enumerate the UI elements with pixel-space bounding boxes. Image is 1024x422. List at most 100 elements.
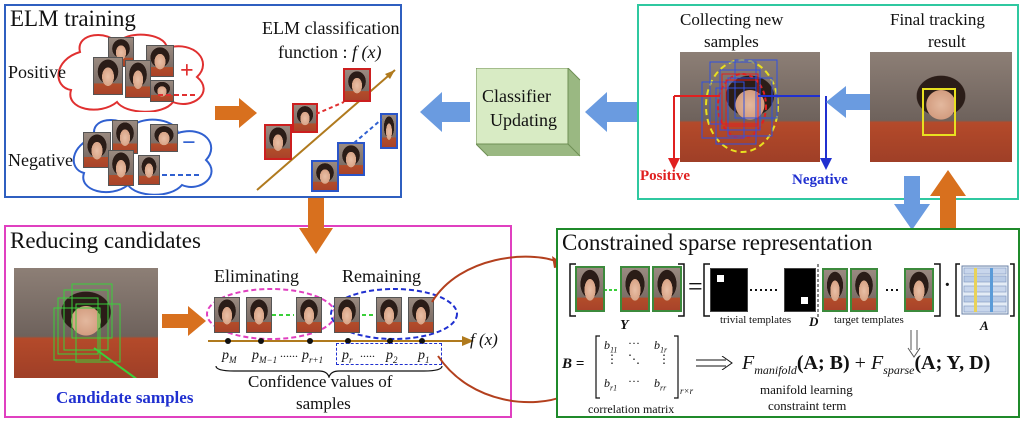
- brr-entry: brr: [654, 376, 666, 392]
- rank-face-M-1: [246, 297, 272, 333]
- d-label: D: [809, 314, 819, 329]
- dot-operator: ·: [944, 274, 951, 296]
- rxr-label: r×r: [680, 386, 694, 396]
- f-manifold-args: (A; B): [796, 352, 850, 374]
- confidence-line2: samples: [296, 394, 351, 413]
- collecting-boxes: [680, 59, 820, 153]
- p-label-2: p2: [386, 348, 398, 365]
- target-template-2: [850, 268, 878, 312]
- blue-arrow-to-elm: [420, 92, 470, 132]
- p-symbol: p: [418, 348, 425, 363]
- negative-sample-3: [108, 150, 134, 186]
- b-sub: rr: [660, 383, 667, 393]
- classifier-line1: Classifier: [482, 86, 551, 106]
- fx-axis-label: f (x): [470, 330, 498, 349]
- b-symbol: B: [562, 356, 573, 372]
- formula: Fmanifold(A; B) + Fsparse(A; Y, D): [742, 352, 990, 378]
- b-vdots-left: ⋮: [606, 352, 618, 366]
- classifier-box: [476, 68, 581, 157]
- blue-arrow-down-to-sparse: [894, 176, 930, 230]
- final-title-line1: Final tracking: [890, 10, 985, 29]
- negative-sample-5: [138, 155, 160, 185]
- b-matrix-bracket: [595, 335, 679, 399]
- b-entry: b: [604, 338, 610, 352]
- collecting-positive-label: Positive: [640, 168, 690, 184]
- classifier-line2: Updating: [490, 110, 557, 130]
- y-face-3: [652, 266, 682, 312]
- b-vdots-right: ⋮: [658, 352, 670, 366]
- negative-sample-2: [112, 120, 138, 154]
- final-tracking-box: [922, 88, 956, 136]
- candidate-grid: [53, 283, 137, 378]
- sparse-panel: [556, 228, 1020, 418]
- f-sparse-sub: sparse: [883, 363, 915, 377]
- down-implies-arrow: [907, 330, 921, 358]
- y-bracket: [569, 263, 685, 317]
- positive-sample-5: [150, 80, 174, 102]
- p-sub: M−1: [259, 354, 278, 365]
- equals-sign: =: [688, 272, 703, 301]
- f-sparse: F: [870, 352, 884, 374]
- y-label: Y: [620, 318, 629, 333]
- remaining-label: Remaining: [342, 266, 421, 286]
- elm-function-line1: ELM classification: [262, 18, 400, 38]
- y-face-1: [575, 266, 605, 312]
- sparse-title: Constrained sparse representation: [562, 230, 873, 255]
- manifold-line2: constraint term: [768, 398, 847, 413]
- elm-neg-face-3: [311, 160, 339, 192]
- confidence-line1: Confidence values of: [248, 372, 393, 391]
- orange-arrow-elm: [215, 98, 257, 128]
- b-label: B =: [562, 356, 585, 372]
- elm-function-line2: function : f (x): [278, 42, 381, 63]
- elm-pos-face-3: [264, 124, 292, 160]
- correlation-label: correlation matrix: [588, 402, 675, 416]
- b1r-entry: b1r: [654, 338, 667, 354]
- candidate-samples-label: Candidate samples: [56, 388, 194, 407]
- p-sub: r+1: [309, 354, 324, 365]
- fx-axis: [208, 336, 474, 346]
- reducing-title: Reducing candidates: [10, 228, 201, 253]
- d-bracket: [703, 263, 941, 318]
- p-symbol: p: [222, 348, 229, 363]
- orange-arrow-down: [299, 198, 333, 254]
- remaining-dashed-box: [336, 343, 442, 365]
- rank-face-1: [408, 297, 434, 333]
- positive-sample-3: [93, 57, 123, 95]
- p-sub: 2: [393, 354, 398, 365]
- elm-function-line: [256, 69, 396, 191]
- confidence-brace: [215, 365, 443, 378]
- positive-sample-4: [125, 60, 151, 98]
- rank-face-r: [334, 297, 360, 333]
- p-dots-1: ......: [280, 346, 298, 360]
- b-sub: 11: [610, 345, 618, 355]
- negative-label: Negative: [8, 150, 73, 170]
- y-face-2: [620, 266, 650, 312]
- manifold-line1: manifold learning: [760, 382, 853, 397]
- collecting-neg-arrow: [820, 96, 832, 170]
- b-entry: b: [604, 376, 610, 390]
- collecting-pos-arrow: [668, 95, 686, 170]
- b-dots-top: ···: [628, 336, 640, 350]
- p-label-1: p1: [418, 348, 430, 365]
- final-title-line2: result: [928, 32, 966, 51]
- trivial-template-2: [784, 268, 816, 312]
- plus-sign: +: [180, 58, 194, 84]
- rank-face-M: [214, 297, 240, 333]
- p-dots-2: .....: [360, 346, 375, 360]
- orange-arrow-reducing: [162, 306, 206, 336]
- br1-entry: br1: [604, 376, 617, 392]
- b-entry: b: [654, 338, 660, 352]
- b11-entry: b11: [604, 338, 617, 354]
- curve-arrow-to-matrix: [437, 355, 572, 404]
- f-sparse-args: (A; Y, D): [914, 352, 991, 374]
- positive-dash: [158, 94, 196, 96]
- blue-arrow-to-collecting: [826, 86, 870, 118]
- elm-neg-face-2: [337, 142, 365, 176]
- a-matrix: [955, 263, 1015, 317]
- elm-pos-dash: [316, 101, 345, 115]
- trivial-template-1: [710, 268, 748, 312]
- implies-arrow: [696, 356, 733, 370]
- rank-face-2: [376, 297, 402, 333]
- elm-pos-face-1: [343, 68, 371, 102]
- formula-plus: +: [854, 352, 866, 374]
